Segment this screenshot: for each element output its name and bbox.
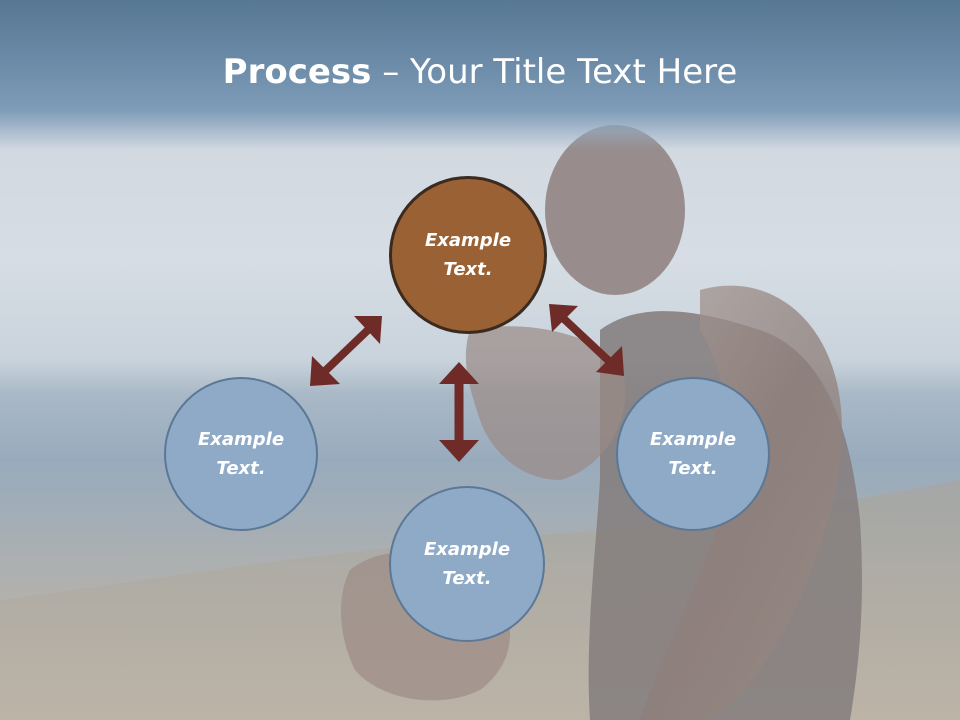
boxer-head (545, 125, 685, 295)
node-label: Example Text. (649, 429, 737, 479)
node-label: Example Text. (197, 429, 285, 479)
process-node-top: Example Text. (389, 176, 547, 334)
arrow-top-left (310, 316, 382, 386)
slide-title: Process – Your Title Text Here (0, 52, 960, 92)
title-text: Your Title Text Here (410, 52, 738, 92)
title-separator: – (371, 52, 411, 92)
process-node-left: Example Text. (164, 377, 318, 531)
node-label: Example Text. (424, 230, 512, 280)
arrow-vertical (439, 362, 479, 462)
process-node-right: Example Text. (616, 377, 770, 531)
process-node-bottom: Example Text. (389, 486, 545, 642)
node-label: Example Text. (423, 539, 511, 589)
title-emphasis: Process (222, 52, 372, 92)
title-band (0, 0, 960, 150)
boxer-forearm (465, 326, 626, 480)
arrow-top-right (549, 304, 624, 376)
